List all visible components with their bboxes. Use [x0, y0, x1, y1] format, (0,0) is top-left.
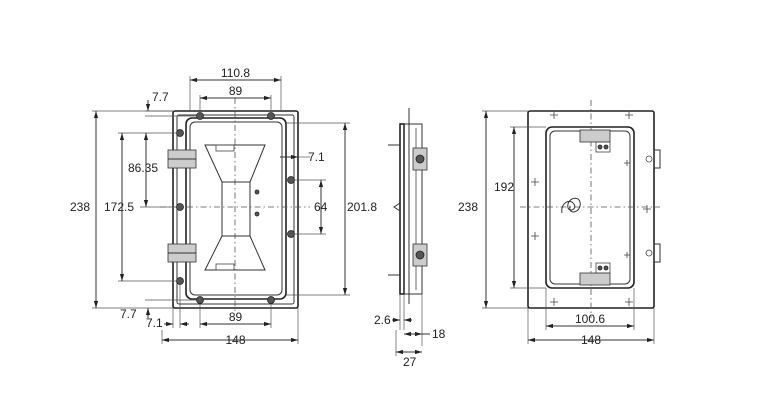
bolt-icon — [176, 203, 184, 211]
front-door-panel-inner — [189, 121, 283, 296]
bolt-icon — [196, 296, 204, 304]
rear-latch-handle-icon — [561, 197, 581, 214]
rear-door-panel — [545, 126, 635, 289]
bolt-icon — [196, 112, 204, 120]
dim-rear-width: 148 — [581, 333, 601, 347]
rear-side-tab-top — [653, 149, 661, 169]
rear-view: 238 192 100.6 148 — [458, 100, 661, 347]
dim-right-height: 201.8 — [347, 200, 377, 214]
front-outer-frame — [172, 110, 299, 309]
dim-side-depth-inner: 18 — [432, 327, 446, 341]
bolt-icon — [267, 112, 275, 120]
dim-bottom-inner: 89 — [229, 310, 243, 324]
rear-mounting-marks — [531, 111, 651, 306]
dim-top-inner: 89 — [229, 84, 243, 98]
dim-left-pitch: 172.5 — [104, 200, 134, 214]
side-body — [403, 123, 423, 295]
rear-hinge-top — [579, 129, 611, 153]
dim-bottom-width: 148 — [225, 333, 245, 347]
rear-hinge-bottom — [579, 262, 611, 286]
dim-right-pitch: 64 — [314, 200, 328, 214]
dim-top-outer: 110.8 — [221, 66, 250, 80]
front-handle-recess — [221, 181, 251, 237]
side-latch — [393, 202, 401, 212]
dim-bottom-offset: 7.7 — [120, 307, 137, 321]
dim-left-height: 238 — [70, 200, 90, 214]
dim-bottom-left: 7.1 — [146, 316, 163, 330]
front-view: 110.8 89 7.7 238 172.5 86.35 7.1 64 — [70, 66, 377, 347]
dim-side-depth-total: 27 — [403, 355, 417, 369]
side-flange — [399, 123, 405, 295]
front-bolt-set — [176, 112, 295, 304]
dim-right-offset: 7.1 — [308, 150, 325, 164]
dim-top-offset: 7.7 — [152, 90, 169, 104]
bolt-icon — [267, 296, 275, 304]
dim-side-flange: 2.6 — [374, 313, 391, 327]
dim-left-half: 86.35 — [128, 161, 158, 175]
dim-rear-height: 238 — [458, 200, 478, 214]
front-door-panel — [185, 117, 287, 300]
dim-rear-inner-height: 192 — [494, 180, 514, 194]
front-frame-inner-edge — [176, 114, 295, 305]
bolt-icon — [176, 129, 184, 137]
rear-side-tab-bottom — [653, 243, 661, 263]
bolt-icon — [254, 211, 260, 217]
bolt-icon — [287, 230, 295, 238]
bolt-icon — [287, 176, 295, 184]
side-view: 2.6 18 27 — [374, 108, 446, 369]
side-hinge-bottom — [412, 243, 428, 267]
side-hinge-top — [412, 147, 428, 171]
dim-rear-inner-width: 100.6 — [575, 312, 605, 326]
bolt-icon — [176, 277, 184, 285]
bolt-icon — [254, 189, 260, 195]
